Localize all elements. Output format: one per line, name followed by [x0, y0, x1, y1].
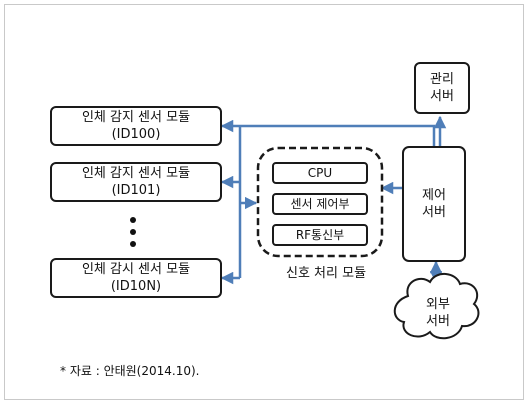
rf-comm-block: RF통신부	[272, 224, 368, 246]
external-server-label: 외부 서버	[418, 296, 458, 330]
sensor-module-id100-id: (ID100)	[111, 127, 161, 142]
sensor-module-id101-id: (ID101)	[111, 183, 161, 198]
sensor-module-id100: 인체 감지 센서 모듈 (ID100)	[50, 106, 222, 146]
sensor-module-id10n-id: (ID10N)	[110, 279, 162, 294]
external-server-cloud	[393, 273, 480, 340]
sensor-module-id10n-name: 인체 감시 센서 모듈	[81, 262, 191, 277]
line-control-to-sensors	[240, 124, 436, 146]
cpu-label: CPU	[307, 165, 333, 180]
ellipsis-dot	[130, 217, 136, 223]
sensor-control-block: 센서 제어부	[272, 193, 368, 215]
sensor-module-id100-name: 인체 감지 센서 모듈	[81, 110, 191, 125]
control-server-line1: 제어	[422, 188, 446, 203]
ellipsis-dot	[130, 241, 136, 247]
sensor-control-label: 센서 제어부	[290, 196, 350, 211]
external-server-line1: 외부	[426, 297, 450, 312]
sensor-module-id101-name: 인체 감지 센서 모듈	[81, 166, 191, 181]
control-server-line2: 서버	[422, 205, 446, 220]
rf-comm-label: RF통신부	[295, 227, 345, 242]
control-server: 제어 서버	[402, 146, 466, 262]
ellipsis-dot	[130, 229, 136, 235]
external-server-line2: 서버	[426, 314, 450, 329]
management-server: 관리 서버	[414, 62, 470, 114]
cpu-block: CPU	[272, 162, 368, 184]
signal-module-label: 신호 처리 모듈	[286, 266, 367, 281]
source-note: * 자료 : 안태원(2014.10).	[60, 364, 200, 378]
management-server-line2: 서버	[430, 89, 454, 104]
sensor-module-id101: 인체 감지 센서 모듈 (ID101)	[50, 162, 222, 202]
signal-module-dashed-border	[256, 146, 384, 258]
sensor-module-id10n: 인체 감시 센서 모듈 (ID10N)	[50, 258, 222, 298]
management-server-line1: 관리	[430, 72, 454, 87]
